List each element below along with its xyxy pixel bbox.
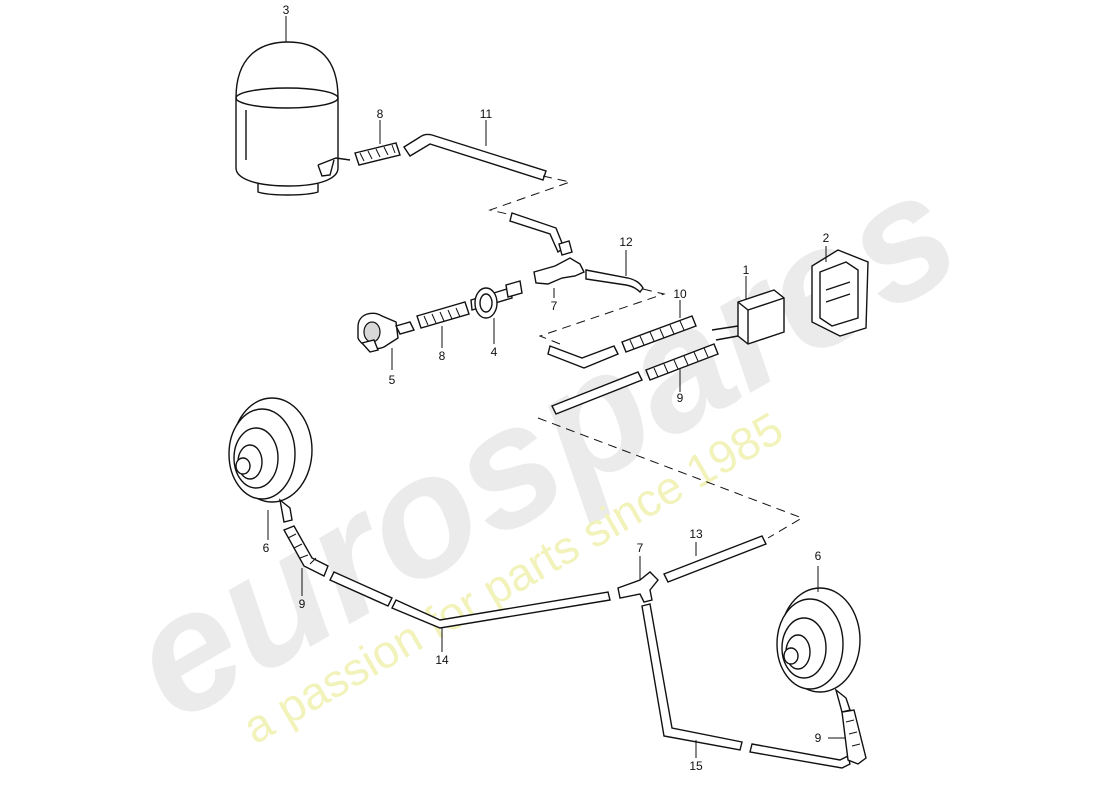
pipe-part-13[interactable] [663, 535, 767, 583]
callout-labels: 3 8 11 12 2 1 10 7 8 4 5 9 6 9 7 13 14 6… [263, 3, 830, 773]
dashed-link-lower [537, 417, 804, 539]
callout-5: 5 [389, 373, 396, 387]
callout-6: 6 [263, 541, 270, 555]
callout-9: 9 [815, 731, 822, 745]
pipe-to-tee[interactable] [509, 212, 573, 256]
leader-lines [267, 16, 846, 758]
sensor-part-5[interactable] [357, 312, 416, 353]
bent-pipe-middle[interactable] [547, 345, 619, 369]
diaphragm-part-6-upper[interactable] [228, 397, 313, 523]
hose-part-9-lower-left[interactable] [283, 525, 329, 577]
hose-part-10[interactable] [621, 315, 697, 353]
hose-part-8-middle[interactable] [416, 301, 470, 329]
callout-13: 13 [689, 527, 703, 541]
callout-14: 14 [435, 653, 449, 667]
hose-part-9-lower-right[interactable] [841, 709, 867, 765]
callout-6: 6 [815, 549, 822, 563]
callout-8: 8 [377, 107, 384, 121]
callout-8: 8 [439, 349, 446, 363]
callout-1: 1 [743, 263, 750, 277]
callout-15: 15 [689, 759, 703, 773]
callout-10: 10 [673, 287, 687, 301]
reservoir-part-3[interactable] [235, 41, 351, 196]
callout-9: 9 [677, 391, 684, 405]
callout-7: 7 [551, 299, 558, 313]
callout-12: 12 [619, 235, 633, 249]
hose-part-9-middle[interactable] [645, 343, 719, 381]
pipe-long-middle[interactable] [551, 371, 643, 415]
callout-3: 3 [283, 3, 290, 17]
pipe-part-14[interactable] [329, 571, 611, 629]
callout-11: 11 [480, 107, 493, 121]
callout-2: 2 [823, 231, 830, 245]
connector-part-2[interactable] [811, 249, 869, 337]
callout-4: 4 [491, 345, 498, 359]
callout-7: 7 [637, 541, 644, 555]
diaphragm-part-6-lower[interactable] [776, 587, 861, 713]
valve-part-4[interactable] [470, 280, 523, 319]
hose-part-12[interactable] [585, 269, 644, 294]
pipe-part-15[interactable] [641, 603, 851, 769]
hose-part-8-upper[interactable] [354, 142, 401, 166]
dashed-link-upper [488, 175, 572, 216]
tee-part-7-lower[interactable] [617, 571, 659, 603]
callout-9: 9 [299, 597, 306, 611]
tee-part-7-upper[interactable] [533, 257, 585, 285]
pipe-part-11[interactable] [403, 133, 547, 181]
switch-valve-part-1[interactable] [711, 289, 785, 345]
